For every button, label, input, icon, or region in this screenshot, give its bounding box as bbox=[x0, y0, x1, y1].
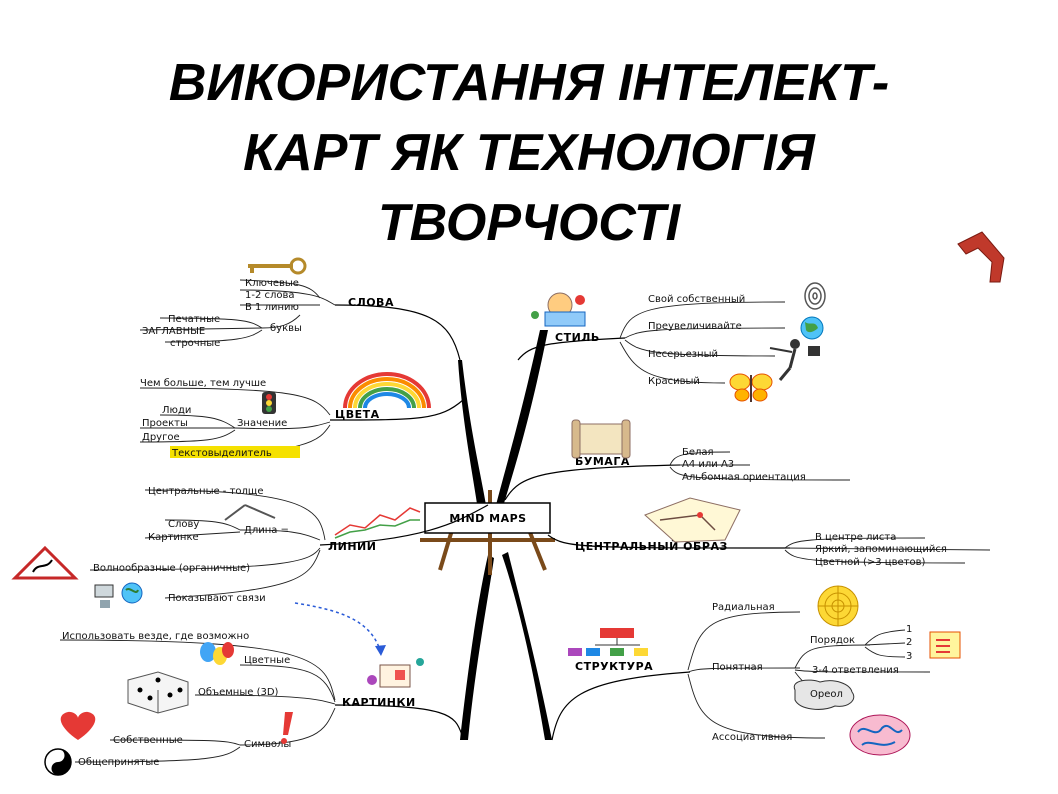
slova-item-2: 1-2 слова bbox=[245, 290, 295, 301]
kartinki-item-3: Объемные (3D) bbox=[198, 687, 279, 698]
bumaga-item-1: Белая bbox=[682, 447, 714, 458]
connection-arrow bbox=[294, 602, 381, 651]
compass-icon bbox=[224, 504, 276, 521]
brain-icon bbox=[849, 714, 911, 756]
branch-linii-label: ЛИНИИ bbox=[328, 540, 376, 553]
rainbow-icon bbox=[343, 372, 431, 409]
stil-item-1: Свой собственный bbox=[648, 294, 745, 305]
bumaga-item-2: А4 или А3 bbox=[682, 459, 734, 470]
kartinki-item-2: Цветные bbox=[244, 655, 290, 666]
title-line-1: ВИКОРИСТАННЯ ІНТЕЛЕКТ- bbox=[168, 54, 890, 112]
butterfly-icon bbox=[729, 373, 773, 402]
jumping-man-icon bbox=[769, 339, 820, 381]
radial-target-icon bbox=[817, 585, 859, 627]
obraz-item-3: Цветной (>3 цветов) bbox=[815, 557, 925, 568]
yin-yang-icon bbox=[44, 748, 72, 776]
branch-kartinki-label: КАРТИНКИ bbox=[342, 696, 416, 709]
kartinki-item-6: Символы bbox=[244, 739, 291, 750]
heart-icon bbox=[60, 711, 96, 740]
struktura-item-6: Понятная bbox=[712, 662, 763, 673]
traffic-light-icon bbox=[262, 392, 276, 414]
artist-clipart-icon bbox=[531, 292, 586, 327]
kartinki-item-1: Использовать везде, где возможно bbox=[62, 631, 249, 642]
branch-tsveta-label: ЦВЕТА bbox=[335, 408, 380, 421]
obraz-item-1: В центре листа bbox=[815, 532, 896, 543]
slova-item-1: Ключевые bbox=[245, 278, 299, 289]
stil-item-2: Преувеличивайте bbox=[648, 321, 742, 332]
slova-item-7: буквы bbox=[270, 323, 302, 334]
kartinki-item-5: Общепринятые bbox=[78, 757, 159, 768]
tsveta-item-1: Чем больше, тем лучше bbox=[140, 378, 266, 389]
struktura-item-9: Ассоциативная bbox=[712, 732, 792, 743]
branch-bumaga-label: БУМАГА bbox=[575, 455, 630, 468]
tsveta-item-2: Люди bbox=[162, 405, 191, 416]
scroll-icon bbox=[571, 419, 631, 459]
fingerprint-icon bbox=[804, 282, 826, 310]
slova-item-4: Печатные bbox=[168, 314, 220, 325]
slova-item-6: строчные bbox=[170, 338, 220, 349]
struktura-item-8: Ореол bbox=[810, 689, 843, 700]
stil-item-4: Красивый bbox=[648, 376, 700, 387]
linii-item-5: Волнообразные (органичные) bbox=[93, 563, 250, 574]
org-chart-icon bbox=[568, 628, 648, 656]
slova-item-5: ЗАГЛАВНЫЕ bbox=[142, 326, 205, 337]
page-title: ВИКОРИСТАННЯ ІНТЕЛЕКТ- КАРТ ЯК ТЕХНОЛОГІ… bbox=[0, 48, 1058, 258]
line-graph-icon bbox=[334, 507, 421, 539]
map-sketch-icon bbox=[644, 497, 741, 543]
title-line-3: ТВОРЧОСТІ bbox=[377, 194, 681, 252]
globe-icon bbox=[800, 316, 824, 340]
stil-item-3: Несерьезный bbox=[648, 349, 718, 360]
central-trunk bbox=[458, 330, 552, 740]
arrow-head-icon bbox=[375, 645, 386, 656]
struktura-item-5: 3 bbox=[906, 651, 912, 662]
picture-collage-icon bbox=[367, 658, 424, 688]
tsveta-item-4: Другое bbox=[142, 432, 180, 443]
halo-cloud-shape bbox=[793, 679, 855, 710]
struktura-item-2: Порядок bbox=[810, 635, 855, 646]
tsveta-item-3: Проекты bbox=[142, 418, 188, 429]
easel-icon bbox=[420, 490, 555, 575]
struktura-item-3: 1 bbox=[906, 624, 912, 635]
struktura-item-1: Радиальная bbox=[712, 602, 775, 613]
back-arrow-icon[interactable] bbox=[957, 231, 1005, 283]
tsveta-item-6: Текстовыделитель bbox=[171, 448, 272, 459]
linii-item-3: Картинке bbox=[148, 532, 199, 543]
slova-item-3: В 1 линию bbox=[245, 302, 299, 313]
bumaga-item-3: Альбомная ориентация bbox=[682, 472, 806, 483]
obraz-item-2: Яркий, запоминающийся bbox=[815, 544, 947, 555]
linii-item-2: Слову bbox=[168, 519, 199, 530]
linii-item-1: Центральные - толще bbox=[148, 486, 264, 497]
kartinki-item-4: Собственные bbox=[113, 735, 183, 746]
exclamation-icon bbox=[281, 712, 293, 744]
branch-obraz-label: ЦЕНТРАЛЬНЫЙ ОБРАЗ bbox=[575, 540, 728, 553]
title-line-2: КАРТ ЯК ТЕХНОЛОГІЯ bbox=[243, 124, 815, 182]
struktura-item-7: 3-4 ответвления bbox=[812, 665, 899, 676]
branch-slova-label: СЛОВА bbox=[348, 296, 394, 309]
winding-road-sign-icon bbox=[11, 545, 79, 580]
tsveta-item-5: Значение bbox=[237, 418, 287, 429]
key-icon bbox=[248, 257, 307, 275]
dice-icon bbox=[127, 671, 189, 714]
linii-item-4: Длина = bbox=[244, 525, 289, 536]
branch-struktura-label: СТРУКТУРА bbox=[575, 660, 653, 673]
network-icon bbox=[94, 582, 143, 608]
checklist-icon bbox=[929, 631, 961, 659]
linii-item-6: Показывают связи bbox=[168, 593, 266, 604]
highlighter-swatch bbox=[170, 446, 300, 458]
balloons-icon bbox=[200, 642, 234, 665]
branch-stil-label: СТИЛЬ bbox=[555, 331, 600, 344]
struktura-item-4: 2 bbox=[906, 637, 912, 648]
